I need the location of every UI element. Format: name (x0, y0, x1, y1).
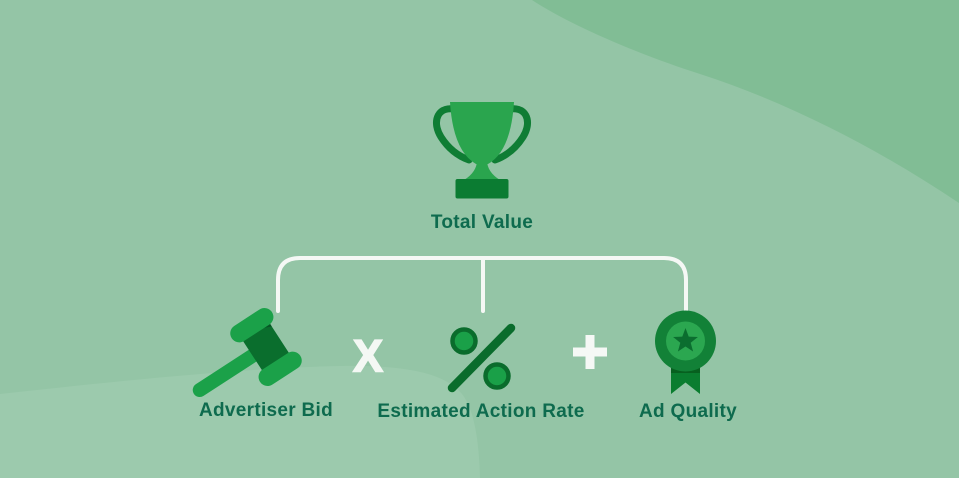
ribbon-icon (655, 310, 716, 394)
trophy-handle-left (433, 105, 473, 164)
trophy-cup (450, 102, 514, 164)
trophy-stem (464, 160, 500, 180)
percent-circle-top (450, 327, 478, 355)
background-blob-dark (532, 0, 959, 203)
child-label-ad-quality: Ad Quality (638, 401, 738, 422)
trophy-handle-right (491, 105, 531, 164)
plus-horizontal-bar (573, 347, 607, 357)
percent-icon (447, 323, 516, 393)
ribbon-star (673, 328, 698, 352)
multiply-operator: X (352, 330, 384, 382)
gavel-icon (192, 308, 302, 398)
percent-circle-bottom (483, 362, 511, 390)
gavel-cap-top (230, 308, 274, 343)
background-blob-light (0, 365, 480, 478)
child-label-estimated-action-rate: Estimated Action Rate (377, 401, 585, 422)
trophy-icon (433, 102, 531, 199)
gavel-cap-bottom (258, 351, 302, 386)
child-label-advertiser-bid: Advertiser Bid (198, 400, 334, 421)
percent-slash (447, 323, 516, 393)
trophy-base (455, 179, 509, 199)
root-label-total-value: Total Value (430, 212, 534, 233)
plus-icon (573, 335, 607, 369)
tree-connector-line (276, 256, 688, 313)
